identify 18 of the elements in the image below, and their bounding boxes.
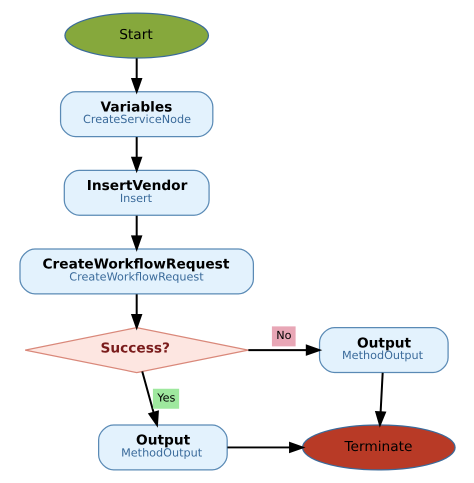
edge-label: Yes	[156, 392, 175, 405]
node-box: Output MethodOutput	[318, 327, 448, 374]
arrow	[130, 216, 142, 252]
node-box: InsertVendor Insert	[63, 170, 210, 216]
arrow	[130, 58, 142, 95]
node-ellipse: Terminate	[301, 424, 456, 471]
edge-label: No	[276, 329, 292, 342]
node-box: Output MethodOutput	[98, 424, 228, 471]
arrow	[248, 344, 322, 356]
arrow	[130, 294, 142, 330]
arrow	[374, 372, 386, 428]
arrow	[140, 371, 158, 428]
node-box: Variables CreateServiceNode	[59, 91, 213, 138]
arrow	[226, 442, 306, 454]
node-box: CreateWorkflowRequest CreateWorkflowRequest	[18, 248, 254, 295]
node-diamond: Success?	[24, 326, 248, 374]
arrow	[130, 137, 142, 174]
node-ellipse: Start	[64, 12, 209, 59]
